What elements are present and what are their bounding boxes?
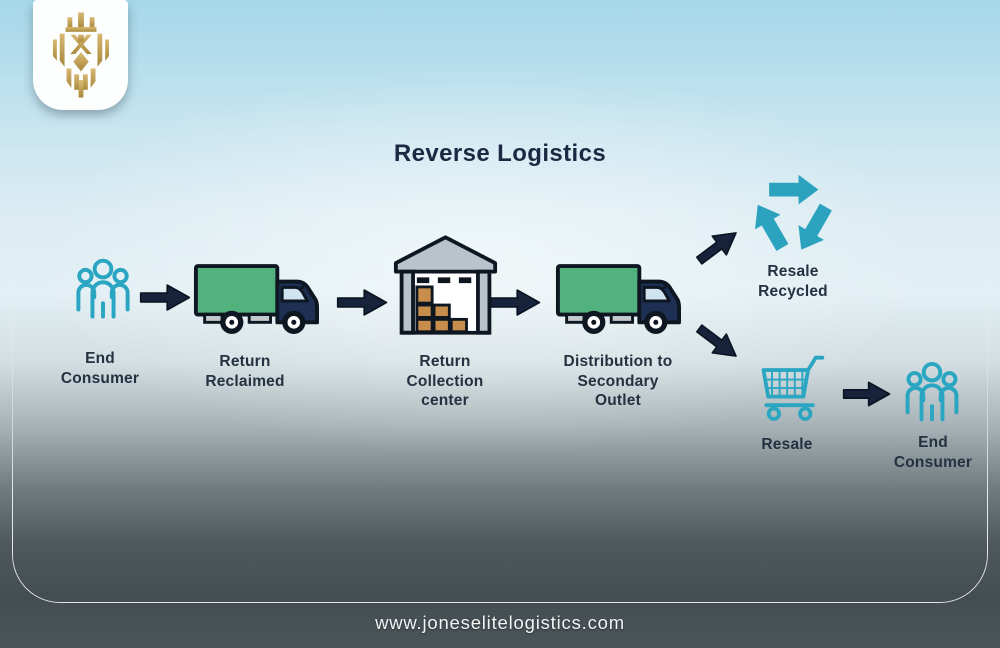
- flow-arrow-up-right-icon: [689, 220, 746, 273]
- people-group-icon: [76, 258, 130, 319]
- node-label-return-collection-center: Return Collection center: [406, 353, 484, 409]
- flow-arrow-down-right-icon: [689, 316, 746, 369]
- node-label-resale-recycled: Resale Recycled: [758, 263, 828, 300]
- page-title: Reverse Logistics: [393, 140, 607, 167]
- truck-icon: [193, 264, 319, 334]
- node-label-end-consumer-right: End Consumer: [893, 434, 973, 471]
- node-label-return-reclaimed: Return Reclaimed: [205, 353, 285, 390]
- recycle-icon: [754, 174, 832, 251]
- website-url-text: www.joneselitelogistics.com: [375, 612, 625, 633]
- gold-lion-crown-emblem-icon: [52, 12, 109, 98]
- shopping-cart-icon: [761, 355, 825, 421]
- flow-arrow-right-icon: [139, 282, 192, 313]
- flow-arrow-right-icon: [489, 287, 542, 318]
- warehouse-icon: [393, 235, 498, 335]
- node-label-resale: Resale: [761, 436, 813, 453]
- flow-arrow-right-icon: [842, 379, 892, 409]
- truck-icon: [555, 264, 681, 334]
- people-group-icon: [905, 361, 959, 422]
- flow-arrow-right-icon: [336, 287, 389, 318]
- company-logo-badge: [33, 0, 128, 110]
- node-label-end-consumer-left: End Consumer: [60, 350, 140, 387]
- node-label-distribution-secondary-outlet: Distribution to Secondary Outlet: [563, 353, 673, 409]
